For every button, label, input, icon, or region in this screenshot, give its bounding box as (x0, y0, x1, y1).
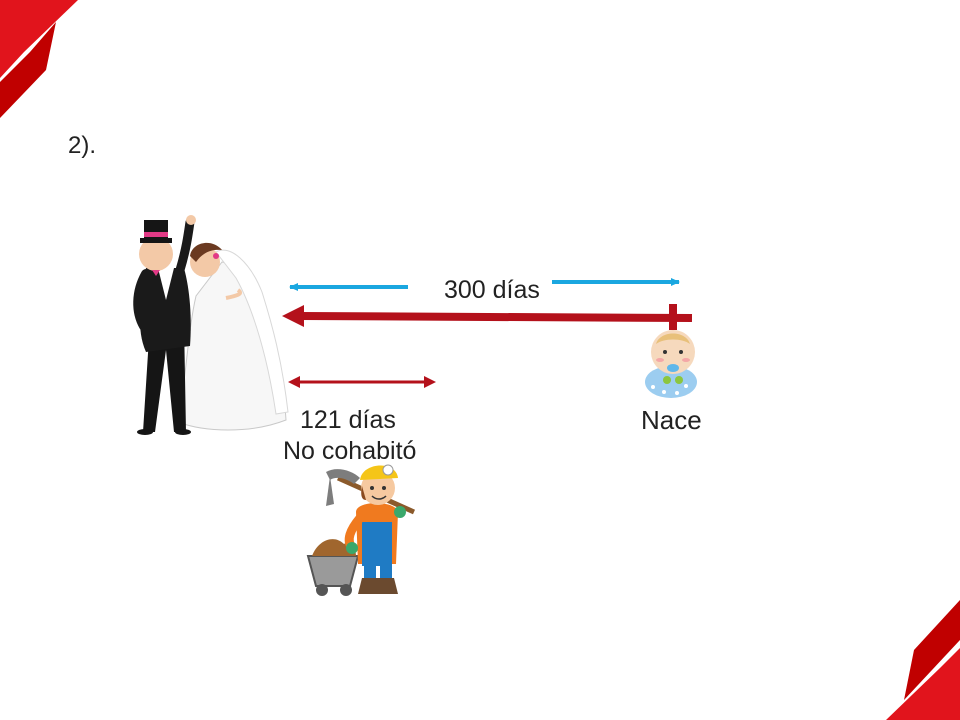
period-arrow-300 (289, 278, 680, 291)
timeline-arrow (282, 304, 693, 330)
corner-decoration-top-left (0, 0, 78, 118)
absence-note-label: No cohabitó (283, 437, 417, 465)
absence-arrow-121 (288, 376, 436, 388)
corner-decoration-bottom-right (886, 600, 960, 720)
slide-number: 2). (68, 132, 97, 159)
absence-days-label: 121 días (300, 406, 396, 434)
wedding-couple-icon (133, 215, 289, 435)
birth-label: Nace (641, 405, 702, 435)
period-label-300-days: 300 días (444, 276, 540, 304)
baby-icon (645, 330, 697, 398)
miner-icon (306, 464, 416, 596)
